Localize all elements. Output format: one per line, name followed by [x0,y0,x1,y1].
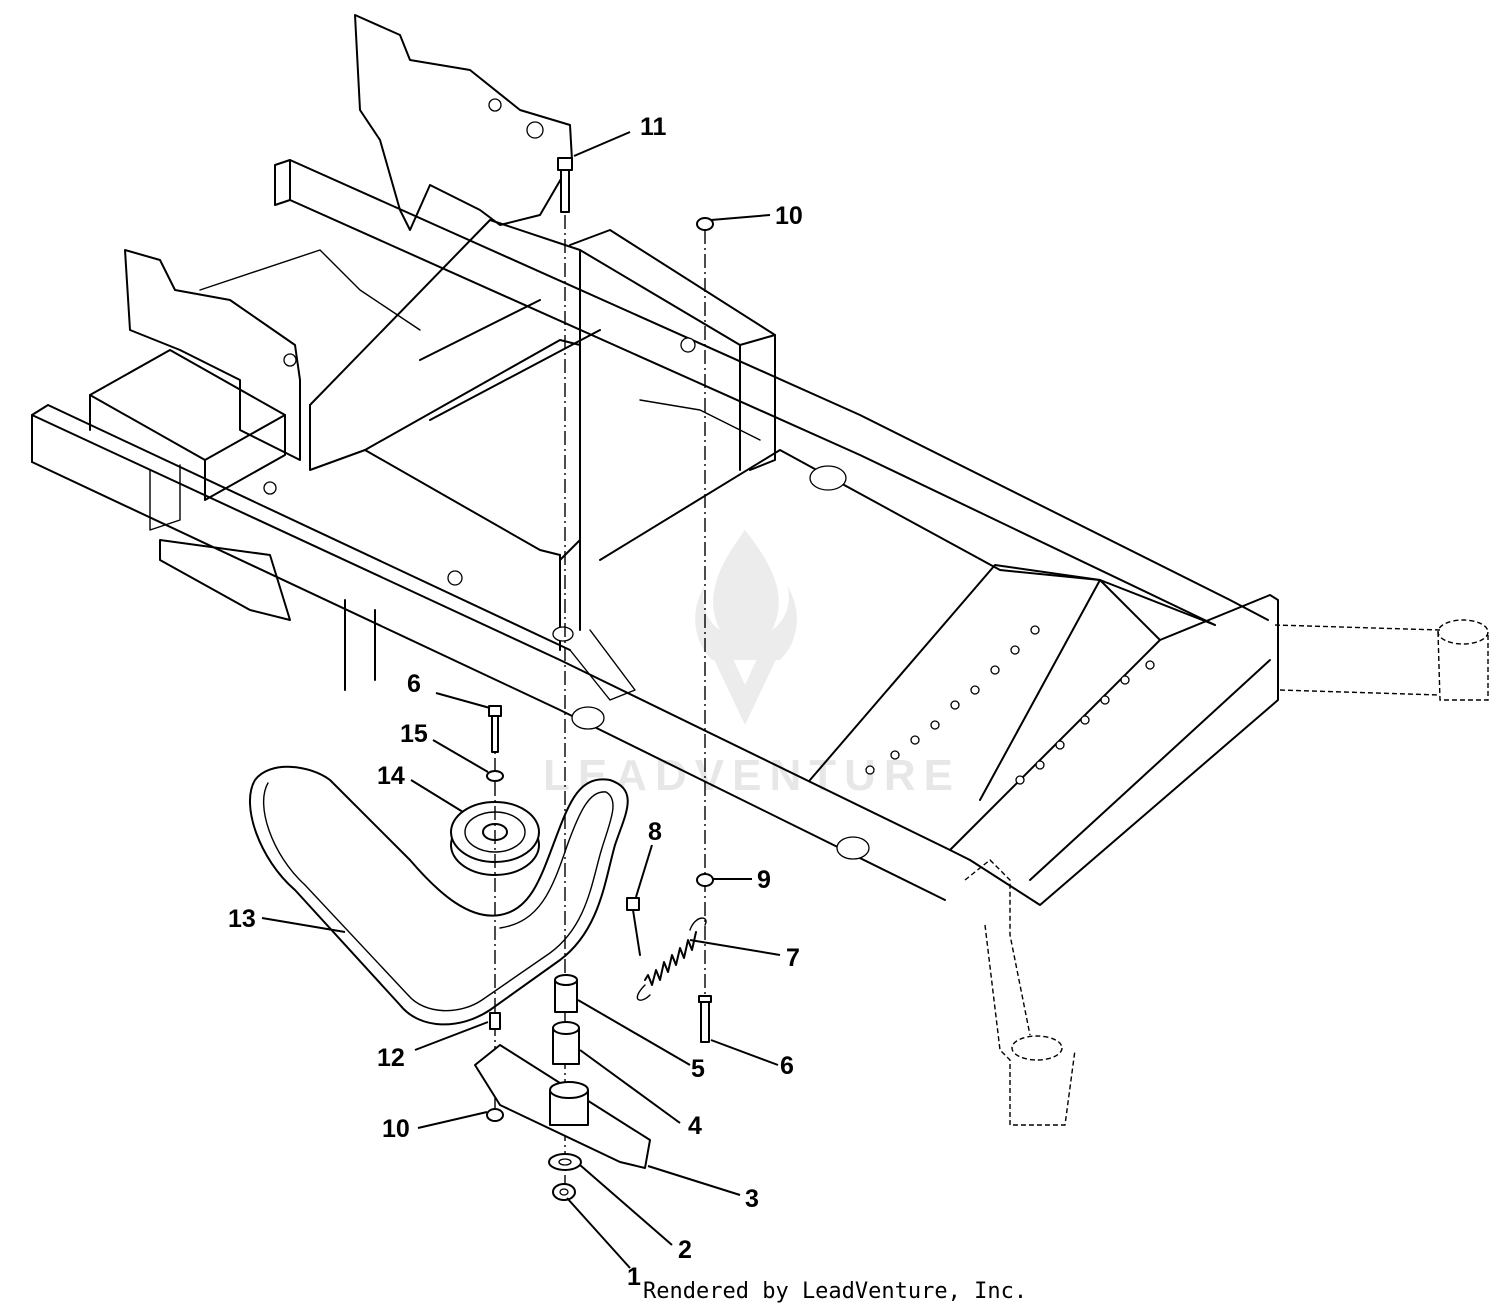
frame-assembly [31,14,1489,1126]
callout-11: 11 [640,113,667,141]
bolt-part-8 [626,897,641,956]
leader-lines [261,131,781,1269]
callout-3: 3 [745,1185,759,1213]
callout-2: 2 [678,1236,692,1264]
footrest-holes [865,625,1155,785]
locknut-part-10-bottom [486,1108,504,1122]
bolt-part-6-left [488,705,502,753]
bushing-part-4 [552,1021,580,1065]
callout-10-top: 10 [775,202,803,230]
locknut-part-1 [552,1183,576,1201]
callout-6-left: 6 [407,670,421,698]
spacer-part-12 [489,1012,501,1030]
callout-13: 13 [228,905,256,933]
callout-12: 12 [377,1044,405,1072]
callout-9: 9 [757,866,771,894]
callout-15: 15 [400,720,428,748]
idler-arm-part-3 [474,1044,651,1169]
washer-part-2 [548,1153,582,1171]
callout-1: 1 [627,1263,641,1291]
bolt-part-6-right [698,995,712,1043]
bolt-part-11 [557,157,573,213]
watermark-logo [695,530,797,725]
spring-part-7 [636,917,707,1001]
washer-part-15 [486,770,504,782]
callout-6-right: 6 [780,1052,794,1080]
callout-4: 4 [688,1112,702,1140]
callout-10-bottom: 10 [382,1115,410,1143]
locknut-part-10-top [696,217,714,231]
callout-7: 7 [786,944,800,972]
render-credit: Rendered by LeadVenture, Inc. [643,1279,1027,1304]
callout-14: 14 [377,762,405,790]
callout-8: 8 [648,818,662,846]
locknut-part-9 [696,873,714,887]
belt-part-13 [249,765,629,1026]
callout-5: 5 [691,1055,705,1083]
bushing-part-5 [554,974,578,1013]
